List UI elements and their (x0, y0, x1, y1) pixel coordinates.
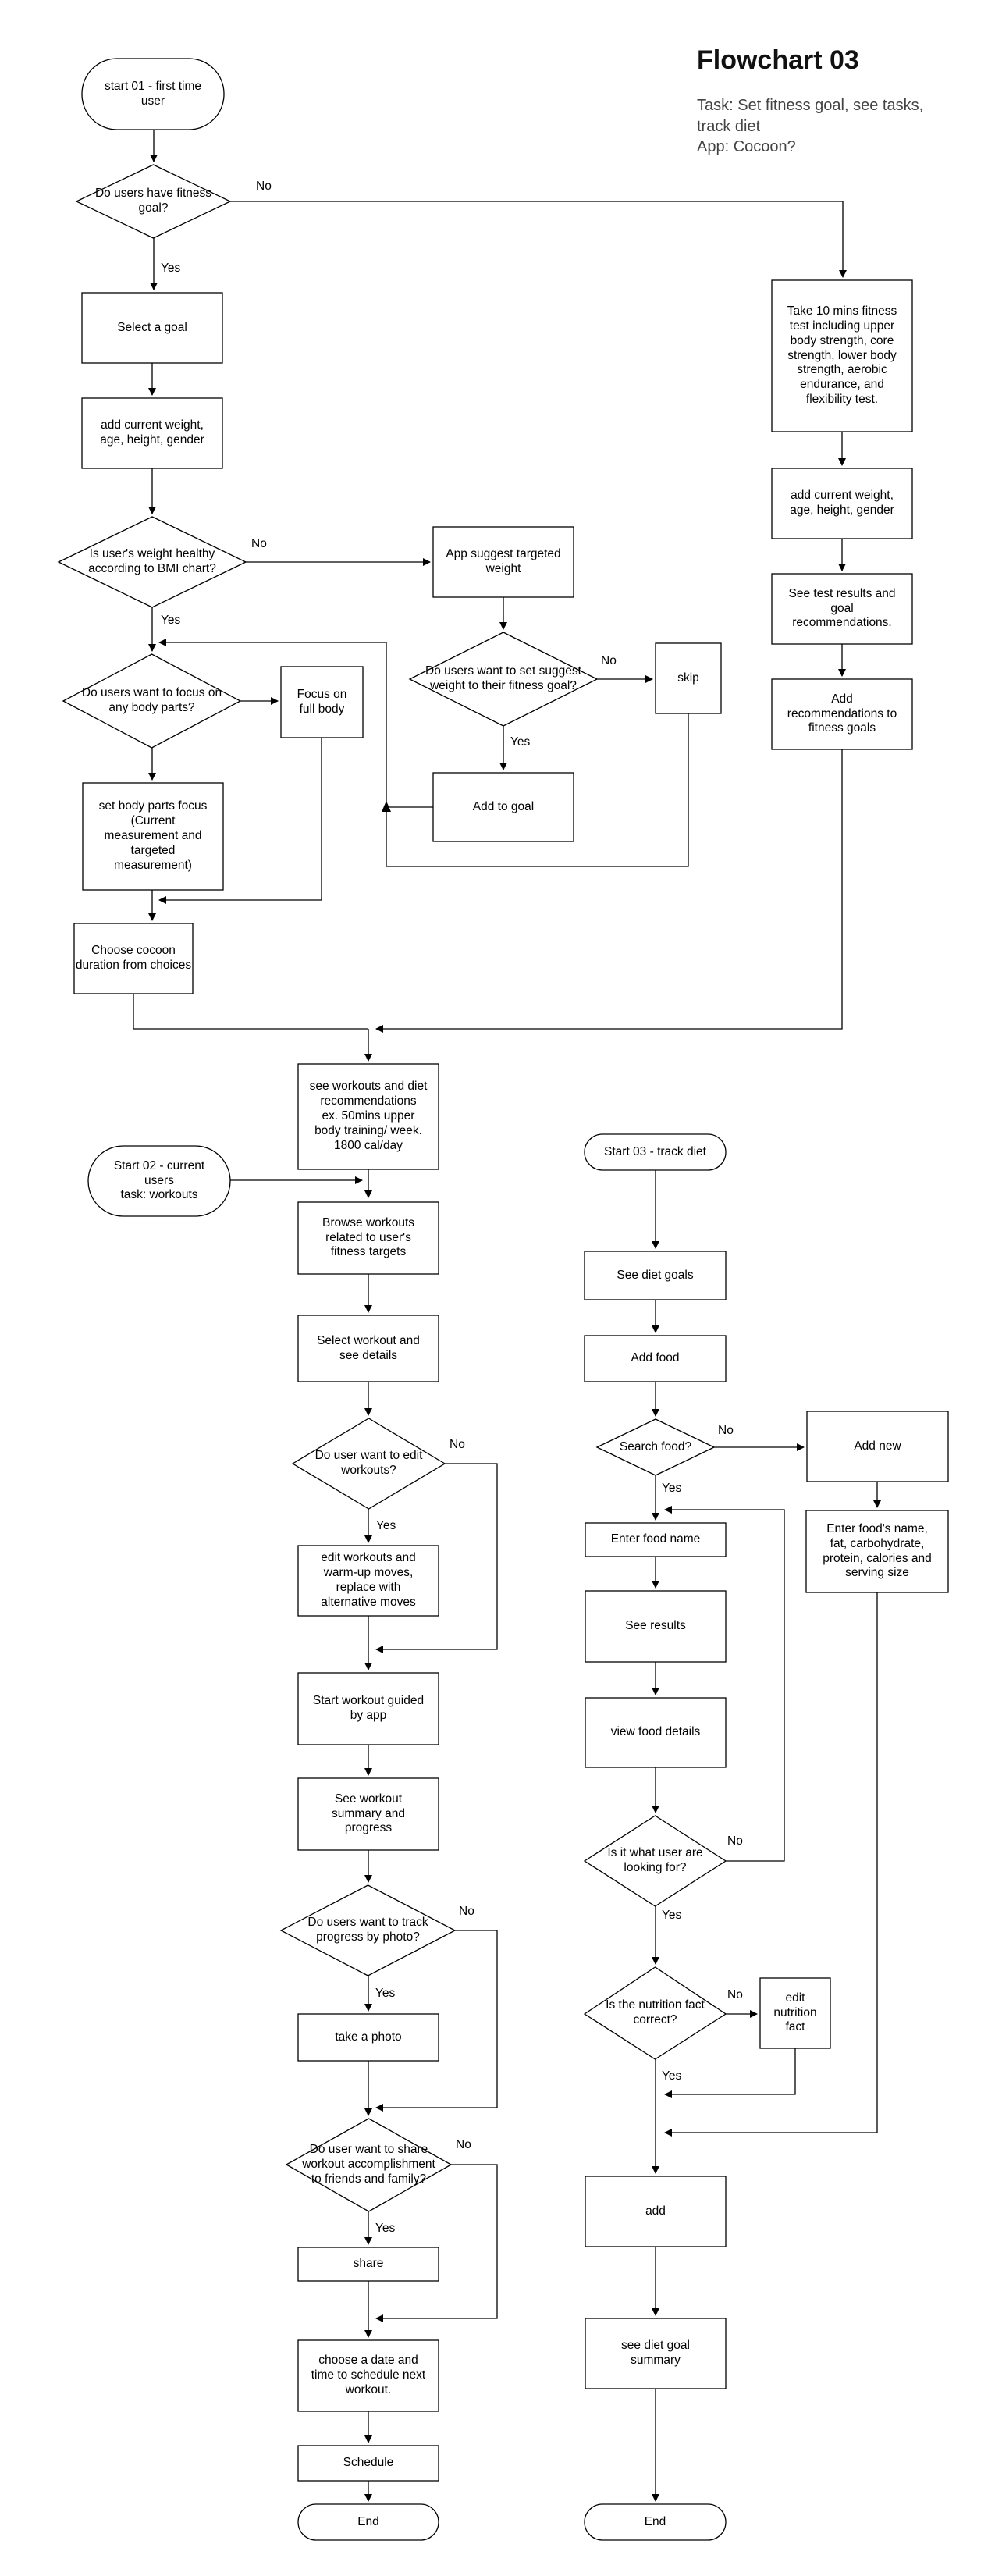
shape-choose-date (297, 2339, 439, 2412)
shape-see-summary (297, 1777, 439, 1851)
arrow-up-merge-icon (382, 801, 391, 812)
edge-cocoon-merge (133, 994, 368, 1030)
shape-edit-nutrition-fact (759, 1977, 831, 2049)
shape-start02 (87, 1145, 231, 1217)
edge-label-yes-looking-for: Yes (660, 1909, 684, 1923)
edge-label-yes-share: Yes (374, 2222, 397, 2236)
shape-skip (655, 642, 722, 714)
shape-app-suggest (432, 526, 574, 598)
shape-see-test-results (771, 573, 913, 645)
shape-take-test (771, 279, 913, 432)
shape-decision-edit-workouts (291, 1418, 446, 1510)
shape-decision-search-food (595, 1418, 716, 1476)
shape-decision-bmi (57, 516, 247, 608)
edge-label-no-edit-workouts: No (448, 1438, 467, 1452)
page-subtitle: Task: Set fitness goal, see tasks, track… (697, 97, 924, 156)
shape-share (297, 2247, 439, 2282)
shape-see-results (585, 1590, 727, 1663)
shape-see-workouts (297, 1063, 439, 1170)
edge-editq-no-loop (375, 1463, 498, 1653)
shape-set-body-parts (82, 782, 224, 891)
shape-add-recommendations (771, 678, 913, 750)
shape-take-photo (297, 2013, 439, 2062)
shape-start01 (81, 58, 225, 130)
edge-label-no-search-food: No (716, 1424, 735, 1438)
edge-label-yes-nutrition-fact: Yes (660, 2069, 684, 2083)
shape-decision-body-parts (62, 653, 242, 749)
shape-add-food (584, 1335, 727, 1382)
shape-schedule (297, 2445, 439, 2482)
shape-select-goal (81, 292, 223, 364)
shape-decision-looking-for (583, 1815, 727, 1907)
shape-add-current-left (81, 397, 223, 469)
edge-recommendations-merge (375, 749, 843, 1033)
edge-skip-loop-back (158, 639, 689, 867)
edge-label-no-set-suggest: No (599, 654, 618, 668)
edge-label-no-bmi: No (250, 537, 268, 551)
edge-label-no-fitness-goal: No (254, 180, 273, 194)
edge-label-yes-search-food: Yes (660, 1482, 684, 1496)
edge-label-no-nutrition-fact: No (726, 1988, 744, 2002)
edge-label-yes-edit-workouts: Yes (375, 1519, 398, 1533)
shape-enter-food-name (585, 1522, 727, 1557)
edge-label-no-looking-for: No (726, 1834, 744, 1848)
edge-label-yes-track-photo: Yes (374, 1987, 397, 2001)
edge-fullbody-join (158, 738, 322, 904)
shape-browse-workouts (297, 1201, 439, 1275)
edge-details-merge-add (664, 1592, 878, 2137)
shape-add-new (806, 1411, 949, 1482)
edge-label-yes-bmi: Yes (159, 614, 183, 628)
shape-end-workouts (297, 2503, 439, 2541)
shape-add-to-goal (432, 772, 574, 842)
shape-add (585, 2176, 727, 2247)
shape-choose-cocoon (73, 923, 194, 994)
shape-decision-nutrition-fact (583, 1966, 727, 2060)
shape-enter-food-details (805, 1510, 949, 1593)
shape-edit-workouts (297, 1545, 439, 1617)
edge-editfact-loop (664, 2048, 796, 2098)
shape-view-food-details (585, 1697, 727, 1768)
page-title: Flowchart 03 (697, 45, 859, 75)
shape-add-current-right (771, 468, 913, 539)
edge-label-yes-fitness-goal: Yes (159, 262, 183, 276)
shape-decision-track-photo (279, 1884, 457, 1976)
edge-label-no-share: No (454, 2138, 473, 2152)
shape-see-diet-goals (584, 1251, 727, 1300)
shape-see-diet-summary (585, 2318, 727, 2389)
edge-lookingq-no-loop (664, 1506, 785, 1862)
edge-label-no-track-photo: No (457, 1905, 476, 1919)
shape-start-workout (297, 1672, 439, 1745)
edge-label-yes-set-suggest: Yes (509, 735, 532, 749)
shape-select-workout (297, 1315, 439, 1382)
shape-focus-full-body (280, 666, 364, 738)
shape-start03 (584, 1133, 727, 1171)
edge-shareq-no-loop (375, 2164, 498, 2322)
shape-end-diet (584, 2503, 727, 2541)
edge-photoq-no-loop (375, 1930, 498, 2112)
shape-decision-fitness-goal (75, 164, 232, 239)
shape-decision-share (285, 2118, 453, 2212)
edge-fitness-no-taketest (230, 201, 847, 278)
shape-decision-set-suggest (408, 632, 599, 727)
